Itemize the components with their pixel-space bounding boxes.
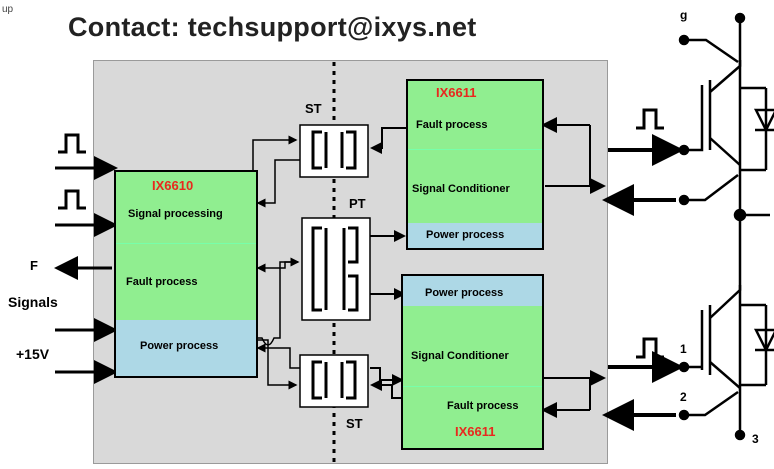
signals-label: Signals	[8, 294, 58, 310]
st-bottom-label: ST	[346, 416, 363, 431]
st-top-label: ST	[305, 101, 322, 116]
st-bottom-isolator	[299, 354, 369, 408]
ix6610-fault-process: Fault process	[126, 276, 198, 288]
ix6611-top-fault-process: Fault process	[416, 119, 488, 131]
supply-label: +15V	[16, 346, 50, 362]
contact-header: Contact: techsupport@ixys.net	[68, 12, 477, 42]
st-top-isolator	[299, 124, 369, 178]
ix6611-top-power-process: Power process	[426, 229, 505, 241]
ix6611-top-title: IX6611	[436, 85, 477, 100]
igbt-pin-1: 1	[680, 342, 687, 356]
igbt-pin-g: g	[680, 8, 688, 22]
igbt-pin-3: 3	[752, 432, 759, 446]
ix6611-bottom-fault-process: Fault process	[447, 400, 519, 412]
igbt-bottom-symbol	[678, 215, 774, 441]
ix6611-bottom-power-process: Power process	[425, 287, 504, 299]
ix6610-title: IX6610	[152, 178, 194, 193]
pulse-icon-3	[636, 108, 664, 130]
ix6610-block: IX6610 Signal processing Fault process P…	[114, 170, 258, 378]
ix6610-signal-processing: Signal processing	[128, 208, 223, 220]
pulse-icon-1	[58, 133, 86, 154]
ix6611-bottom-signal-conditioner: Signal Conditioner	[411, 350, 509, 362]
igbt-top-symbol	[678, 12, 774, 222]
ix6611-bottom-block: Power process Signal Conditioner Fault p…	[401, 274, 544, 450]
pt-label: PT	[349, 196, 366, 211]
fault-label: F	[30, 258, 38, 273]
pulse-icon-2	[58, 189, 86, 210]
ix6611-top-signal-conditioner: Signal Conditioner	[412, 183, 510, 195]
ix6610-power-process: Power process	[140, 340, 219, 352]
igbt-pin-2: 2	[680, 390, 687, 404]
ix6611-top-block: IX6611 Fault process Signal Conditioner …	[406, 79, 544, 250]
pulse-icon-4	[636, 337, 664, 359]
corner-text: up	[2, 4, 14, 15]
ix6611-bottom-title: IX6611	[455, 424, 496, 439]
